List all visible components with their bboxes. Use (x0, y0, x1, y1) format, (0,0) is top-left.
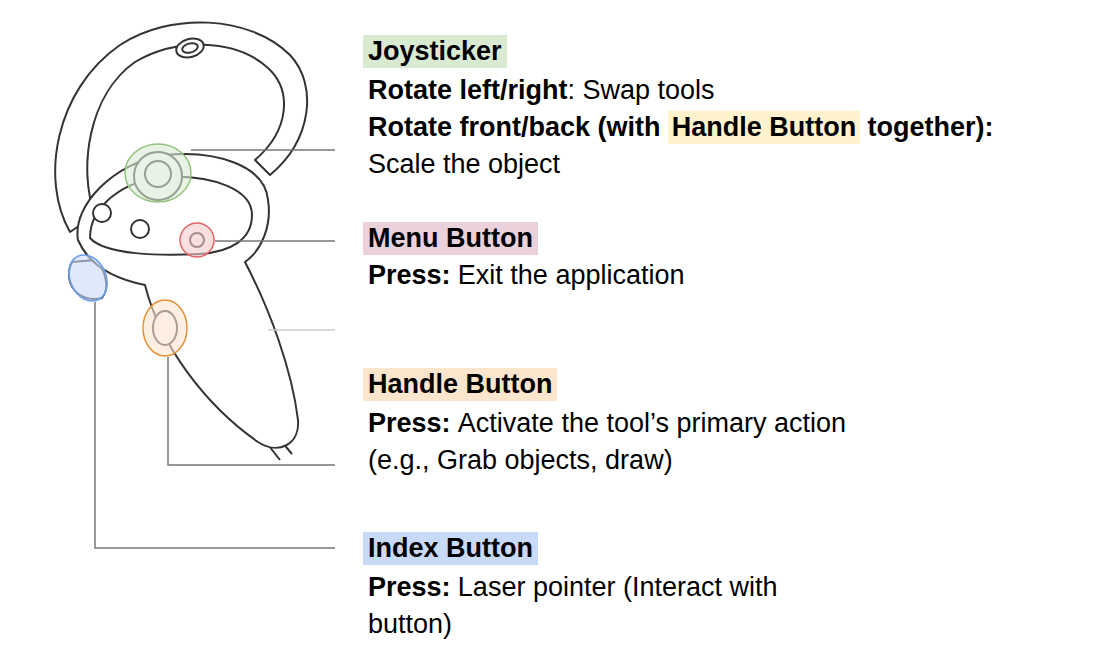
action-description: Exit the application (458, 260, 685, 290)
heading-text: Menu Button (368, 223, 533, 253)
description-line: Scale the object (363, 146, 994, 183)
highlight-heading: Menu Button (363, 222, 538, 255)
description-line: Press:Activate the tool’s primary action… (363, 405, 858, 479)
description-group: Index ButtonPress:Laser pointer (Interac… (363, 532, 538, 565)
action-label: Press: (368, 572, 451, 602)
description-group: Menu ButtonPress:Exit the application (363, 222, 538, 255)
description-line: Press:Laser pointer (Interact with butto… (363, 569, 858, 643)
description-line: Rotate left/right: Swap tools (363, 72, 994, 109)
description-group: Handle ButtonPress:Activate the tool’s p… (363, 368, 557, 401)
description-line: Rotate front/back (with Handle Button toge… (363, 109, 994, 146)
face-button (131, 220, 149, 238)
leader-line (215, 240, 335, 242)
description-lines: Press:Laser pointer (Interact with butto… (363, 569, 858, 643)
highlight-heading: Index Button (363, 532, 538, 565)
heading-text: Index Button (368, 533, 533, 563)
joystick-highlight (125, 144, 191, 202)
highlight-text: Handle Button (672, 112, 856, 142)
action-label: Press: (368, 408, 451, 438)
action-label: Rotate left/right (368, 75, 568, 105)
action-label: Rotate front/back (with (368, 112, 661, 142)
action-label: together): (868, 112, 994, 142)
leader-line (95, 302, 335, 548)
face-button (93, 204, 111, 222)
index-highlight (62, 249, 115, 308)
ring-button-inner (181, 42, 199, 55)
description-group: JoystickerRotate left/right: Swap toolsR… (363, 35, 507, 68)
description-line: Press:Exit the application (363, 257, 684, 294)
action-description: Scale the object (368, 149, 560, 179)
description-lines: Press:Exit the application (363, 257, 684, 294)
action-description: : Swap tools (568, 75, 715, 105)
handle-highlight (143, 300, 187, 356)
description-lines: Press:Activate the tool’s primary action… (363, 405, 858, 479)
leader-line (168, 357, 335, 465)
faint-line (268, 329, 335, 331)
menu-highlight (180, 223, 214, 257)
ring-button (174, 36, 206, 61)
action-label: Press: (368, 260, 451, 290)
heading-text: Handle Button (368, 369, 552, 399)
highlight-heading: Joysticker (363, 35, 507, 68)
highlight-heading: Handle Button (363, 368, 557, 401)
description-lines: Rotate left/right: Swap toolsRotate fron… (363, 72, 994, 183)
inline-highlight: Handle Button (668, 111, 860, 144)
leader-line (191, 149, 335, 151)
controller-body (77, 154, 298, 448)
heading-text: Joysticker (368, 36, 502, 66)
